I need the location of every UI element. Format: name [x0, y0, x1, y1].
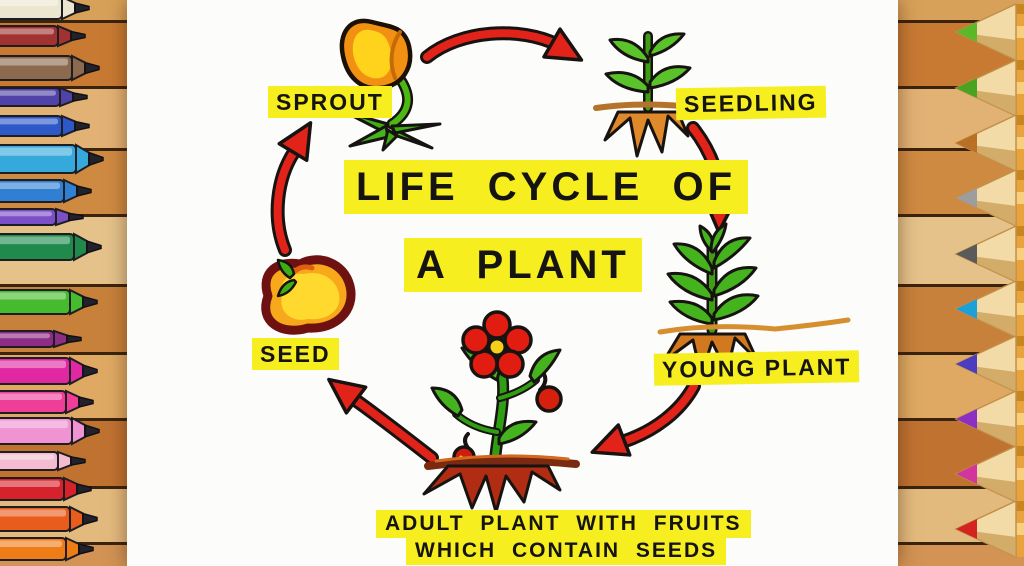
colored-pencil: [954, 2, 1024, 62]
marker-pen: [0, 329, 82, 349]
marker-pen: [0, 288, 98, 316]
marker-pen: [0, 24, 86, 48]
arrow-adult-plant-to-seed: [327, 377, 439, 465]
seedling-label: SEEDLING: [675, 85, 826, 121]
marker-pen: [0, 86, 88, 108]
marker-pen: [0, 505, 98, 533]
colored-pencil: [954, 224, 1024, 284]
marker-pen: [0, 178, 92, 204]
marker-pen: [0, 450, 86, 472]
marker-pen: [0, 143, 104, 175]
colored-pencil: [954, 499, 1024, 559]
adult-plant-label-line1: ADULT PLANT WITH FRUITS: [376, 510, 751, 539]
adult-plant-label-line2: WHICH CONTAIN SEEDS: [406, 537, 727, 566]
marker-pen: [0, 207, 84, 227]
marker-pen: [0, 356, 98, 386]
sprout-label: SPROUT: [268, 86, 392, 119]
marker-pen: [0, 416, 100, 446]
arrow-seed-to-sprout: [270, 121, 313, 257]
young-plant-drawing: [657, 222, 851, 378]
arrow-sprout-to-seedling: [420, 26, 584, 64]
sprout-drawing: [339, 18, 442, 152]
arrow-young-plant-to-adult-plant: [590, 379, 701, 457]
seed-label: SEED: [252, 338, 339, 371]
marker-pen: [0, 114, 90, 138]
adult-plant-drawing: [422, 310, 580, 514]
marker-pen: [0, 0, 90, 21]
young-plant-label: YOUNG PLANT: [653, 350, 860, 387]
colored-pencil: [954, 58, 1024, 118]
marker-pen: [0, 389, 94, 415]
colored-pencil: [954, 168, 1024, 228]
colored-pencil: [954, 389, 1024, 449]
title-line2: A PLANT: [404, 238, 642, 292]
colored-pencil: [954, 279, 1024, 339]
seed-drawing: [261, 255, 356, 335]
colored-pencil: [954, 113, 1024, 173]
colored-pencil: [954, 334, 1024, 394]
marker-pen: [0, 232, 102, 262]
marker-pen: [0, 54, 100, 82]
marker-pen: [0, 536, 94, 562]
colored-pencil: [954, 444, 1024, 504]
marker-pen: [0, 476, 92, 502]
title-line1: LIFE CYCLE OF: [344, 160, 748, 214]
